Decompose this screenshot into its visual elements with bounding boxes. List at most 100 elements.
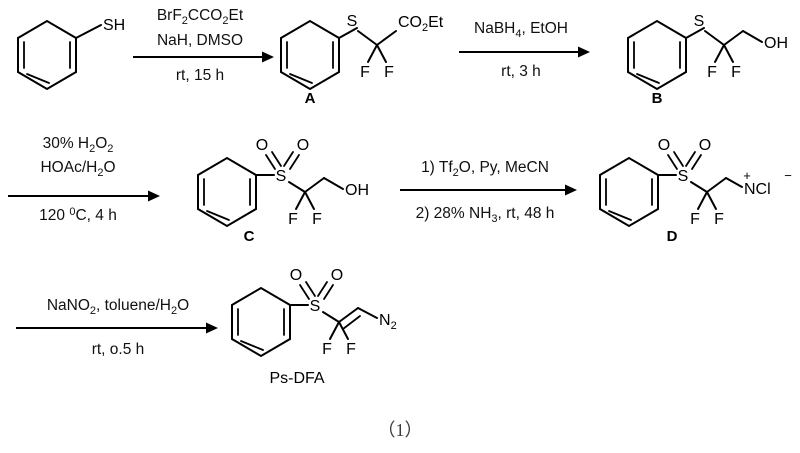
structure-C: S O O F F OH C bbox=[197, 137, 369, 245]
step4-reagents-line1: 1) Tf2O, Py, MeCN bbox=[421, 159, 549, 179]
bond-s-o-right-b bbox=[289, 154, 300, 170]
bond-s-o-left-a bbox=[667, 154, 678, 170]
bond-ch2-to-oh bbox=[323, 177, 344, 190]
bond-c-to-f-left bbox=[697, 191, 708, 210]
step1-conditions: rt, 15 h bbox=[176, 67, 224, 84]
sulfonyl-oxygen-right-label: O bbox=[699, 137, 711, 154]
fluorine-left-label: F bbox=[288, 211, 298, 228]
arrow-head bbox=[262, 51, 274, 63]
chloride-minus-charge: − bbox=[784, 168, 792, 183]
benzene-ring bbox=[197, 156, 257, 228]
arrow-head bbox=[565, 184, 577, 196]
structure-thiophenol: SH bbox=[17, 17, 125, 91]
step3-reagents-line1: 30% H2O2 bbox=[43, 135, 114, 155]
arrow-head bbox=[578, 46, 590, 58]
sulfur-label: S bbox=[694, 13, 705, 30]
bond-c-to-ester bbox=[376, 30, 397, 46]
ammonium-plus-charge: + bbox=[743, 168, 751, 183]
diazo-group-label: N2 bbox=[379, 312, 397, 332]
fluorine-left-label: F bbox=[707, 64, 717, 81]
structure-ps-dfa: S O O F F N2 Ps-DFA bbox=[231, 267, 397, 387]
benzene-ring bbox=[231, 286, 291, 358]
sulfur-label: S bbox=[347, 13, 358, 30]
bond-c-to-f-right bbox=[338, 321, 349, 340]
benzene-ring bbox=[599, 156, 659, 228]
compound-label-C: C bbox=[244, 228, 255, 245]
bond-s-o-right-a bbox=[317, 281, 328, 297]
sh-group-label: SH bbox=[103, 17, 125, 34]
bond-s-o-left-a bbox=[299, 284, 310, 300]
bond-c-to-ch-b bbox=[342, 315, 361, 330]
ring-inner-bond bbox=[636, 73, 660, 84]
arrow-head bbox=[148, 190, 160, 202]
compound-label-ps-dfa: Ps-DFA bbox=[269, 370, 324, 387]
benzene-ring bbox=[280, 19, 340, 91]
bond-c-to-f-right bbox=[723, 44, 734, 63]
bond-s-o-left-b bbox=[673, 151, 684, 167]
sulfonyl-oxygen-right-label: O bbox=[331, 267, 343, 284]
bond-c-to-f-left bbox=[714, 44, 725, 63]
bond-ch2-to-oh bbox=[742, 30, 763, 43]
reaction-arrow-2: NaBH4, EtOH rt, 3 h bbox=[459, 20, 590, 80]
sulfonyl-oxygen-left-label: O bbox=[658, 137, 670, 154]
sulfonyl-oxygen-right-label: O bbox=[297, 137, 309, 154]
sulfonyl-sulfur-label: S bbox=[678, 168, 689, 185]
bond-to-sulfur bbox=[75, 24, 102, 39]
ammonium-chloride-label: NCl bbox=[744, 181, 771, 198]
step5-conditions: rt, o.5 h bbox=[92, 341, 145, 358]
step3-conditions: 120 0C, 4 h bbox=[39, 206, 117, 224]
step5-reagents-line1: NaNO2, toluene/H2O bbox=[47, 297, 189, 317]
ring-inner-bond bbox=[26, 73, 50, 84]
bond-s-to-c bbox=[357, 30, 378, 46]
reaction-arrow-3: 30% H2O2 HOAc/H2O 120 0C, 4 h bbox=[8, 135, 160, 224]
bond-c-to-f-left bbox=[329, 321, 340, 340]
fluorine-right-label: F bbox=[714, 211, 724, 228]
reaction-arrow-5: NaNO2, toluene/H2O rt, o.5 h bbox=[16, 297, 218, 358]
fluorine-right-label: F bbox=[346, 341, 356, 358]
bond-ring-to-s bbox=[685, 27, 705, 39]
bond-c-to-f-right bbox=[304, 191, 315, 210]
sulfonyl-sulfur-label: S bbox=[276, 168, 287, 185]
bond-s-to-c bbox=[288, 181, 306, 193]
scheme-caption: （1） bbox=[378, 420, 423, 440]
bond-c-to-ch2 bbox=[723, 30, 744, 46]
bond-ch-to-n2 bbox=[357, 307, 378, 319]
arrow-head bbox=[206, 322, 218, 334]
bond-c-to-f-right bbox=[376, 44, 387, 63]
fluorine-right-label: F bbox=[384, 64, 394, 81]
bond-c-to-ch2 bbox=[706, 177, 727, 193]
fluorine-right-label: F bbox=[731, 64, 741, 81]
ring-inner-bond bbox=[608, 210, 632, 221]
bond-c-to-f-left bbox=[367, 44, 378, 63]
structure-D: S O O F F + NCl − D bbox=[599, 137, 792, 245]
sulfonyl-oxygen-left-label: O bbox=[290, 267, 302, 284]
reaction-arrow-1: BrF2CCO2Et NaH, DMSO rt, 15 h bbox=[133, 7, 274, 84]
hydroxyl-label: OH bbox=[345, 182, 369, 199]
benzene-ring bbox=[627, 19, 687, 91]
bond-c-to-f-left bbox=[295, 191, 306, 210]
ring-inner-bond bbox=[240, 340, 264, 351]
structure-B: S F F OH B bbox=[627, 13, 788, 107]
bond-s-to-c bbox=[322, 311, 340, 323]
step1-reagents-line2: NaH, DMSO bbox=[157, 32, 243, 49]
step1-reagents-line1: BrF2CCO2Et bbox=[157, 7, 244, 27]
compound-label-B: B bbox=[652, 90, 663, 107]
sulfonyl-oxygen-left-label: O bbox=[256, 137, 268, 154]
bond-s-o-right-b bbox=[691, 154, 702, 170]
bond-c-to-ch-a bbox=[338, 307, 359, 323]
bond-c-to-ch2 bbox=[304, 177, 325, 193]
fluorine-left-label: F bbox=[360, 64, 370, 81]
step2-reagents-line1: NaBH4, EtOH bbox=[474, 20, 568, 40]
structure-A: S F F CO2Et A bbox=[280, 13, 444, 107]
compound-label-D: D bbox=[667, 228, 678, 245]
bond-ch2-to-n bbox=[725, 177, 743, 188]
bond-s-o-right-b bbox=[323, 284, 334, 300]
step2-conditions: rt, 3 h bbox=[501, 63, 541, 80]
bond-s-o-left-b bbox=[271, 151, 282, 167]
fluorine-right-label: F bbox=[312, 211, 322, 228]
bond-s-to-c bbox=[704, 30, 725, 46]
ring-inner-bond bbox=[206, 210, 230, 221]
reaction-arrow-4: 1) Tf2O, Py, MeCN 2) 28% NH3, rt, 48 h bbox=[400, 159, 577, 225]
benzene-ring bbox=[17, 19, 77, 91]
